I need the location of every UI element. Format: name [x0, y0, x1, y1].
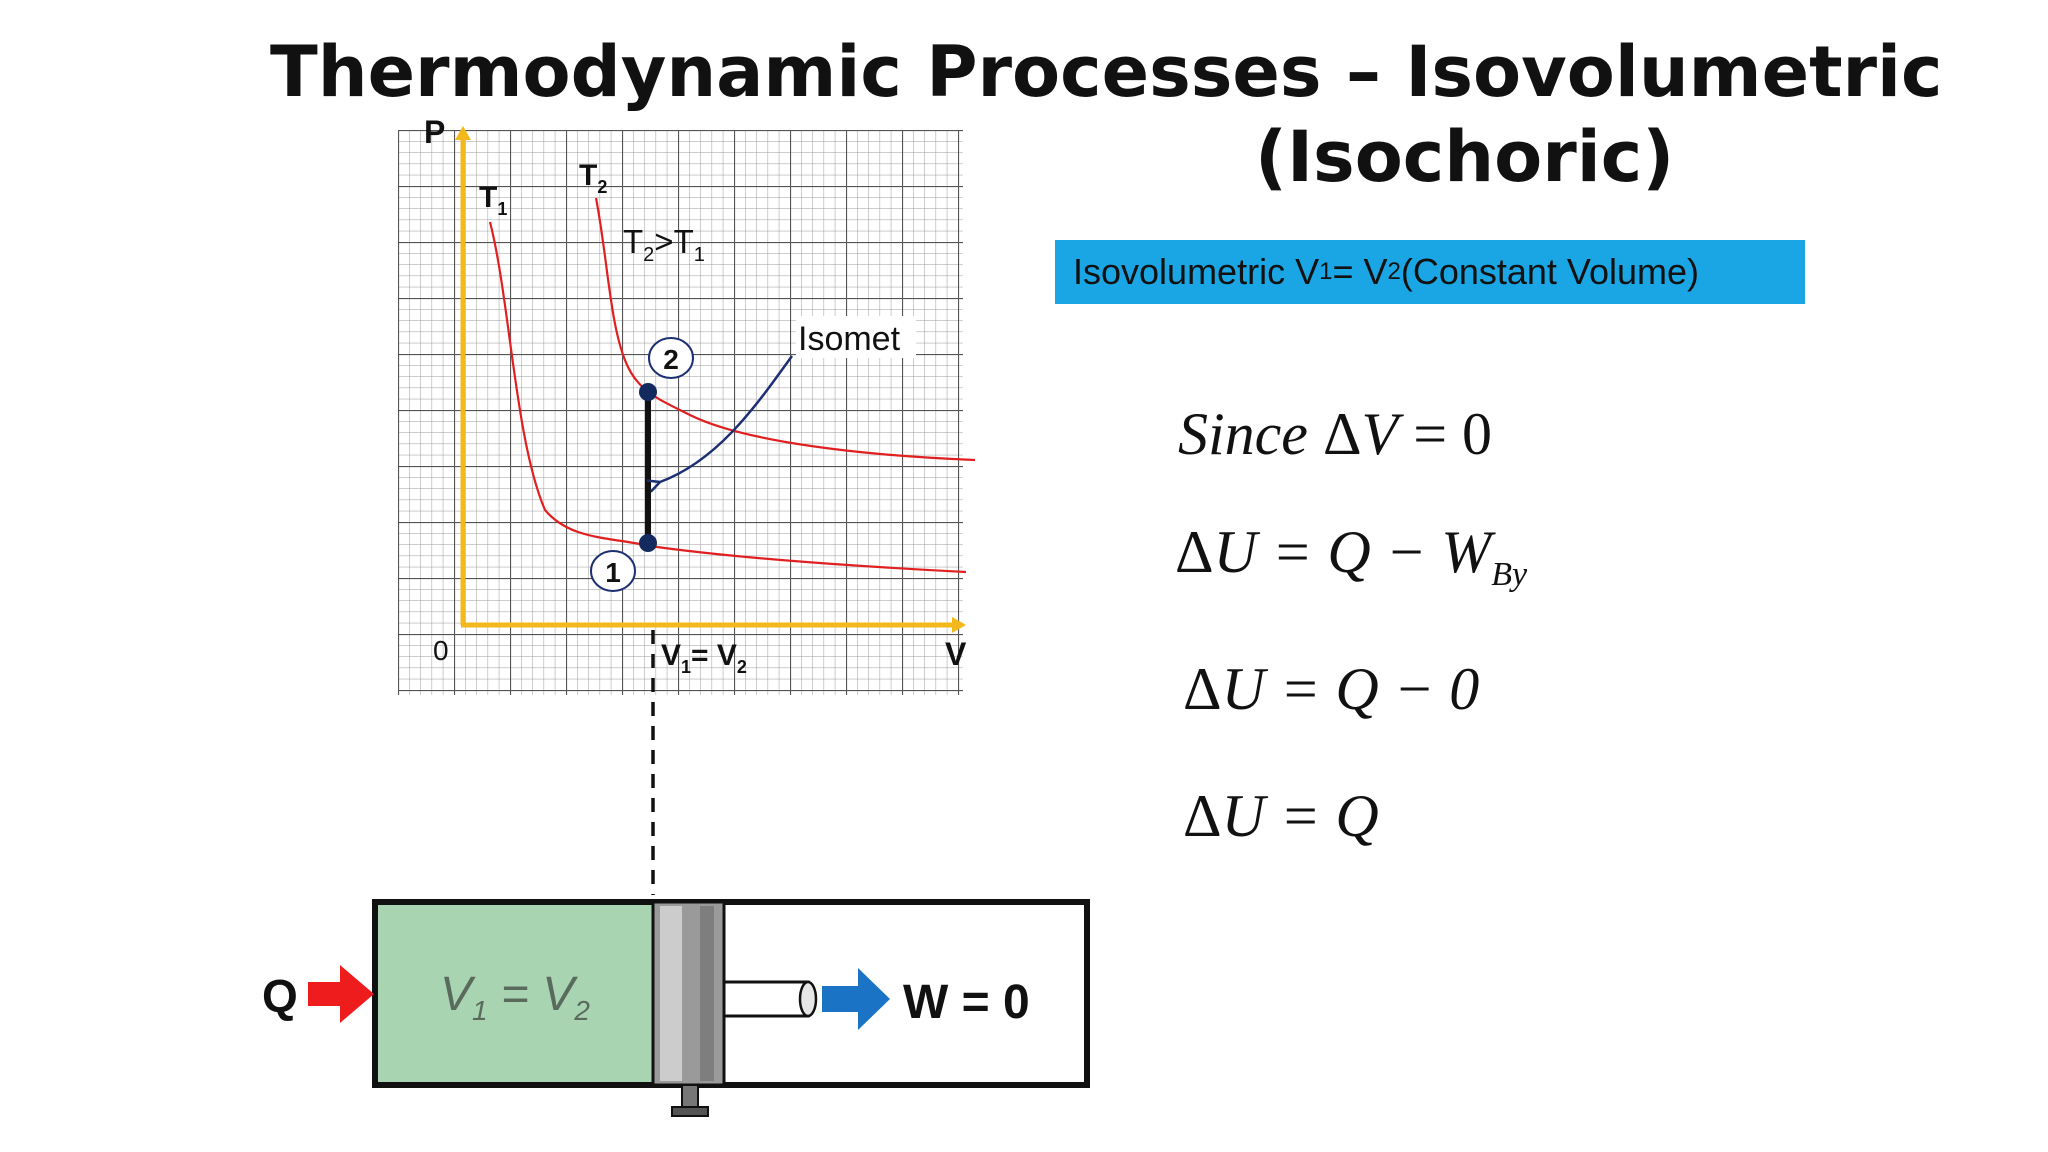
eq2-var: U: [1213, 519, 1257, 585]
equation-first-law: ΔU = Q − WBy: [1175, 518, 1527, 594]
t2-subscript: 2: [597, 177, 607, 197]
vlabel-mid: = V: [691, 639, 737, 672]
svg-text:1: 1: [605, 557, 621, 588]
eq2-delta: Δ: [1175, 519, 1214, 585]
equation-delta-u-equals-q: ΔU = Q: [1183, 782, 1379, 851]
title-line-2: (Isochoric): [1255, 116, 1675, 199]
eq1-rhs: = 0: [1398, 401, 1493, 467]
t1-letter: T: [479, 181, 497, 214]
banner-mid: = V: [1332, 251, 1388, 292]
pv-grid: [398, 130, 963, 695]
piston-cylinder: [372, 899, 1090, 1117]
state-point-1-label: 1: [590, 550, 636, 592]
eq4-delta: Δ: [1183, 783, 1222, 849]
y-axis-arrowhead: [455, 126, 471, 140]
banner-sub-1: 1: [1319, 258, 1333, 285]
compare-t1-sub: 1: [694, 244, 705, 266]
origin-label: 0: [433, 635, 449, 666]
gas-volume-label: V1 = V2: [440, 968, 590, 1026]
t2-letter: T: [579, 159, 597, 192]
eq3-delta: Δ: [1183, 656, 1222, 722]
pv-axes: [455, 126, 966, 633]
vlabel-v2-sub: 2: [737, 657, 747, 677]
compare-t2: T: [623, 223, 643, 260]
eq4-var: U: [1221, 783, 1265, 849]
temperature-comparison: T2>T1: [623, 223, 705, 266]
eq2-rhs: = Q − W: [1256, 519, 1492, 585]
compare-t2-sub: 2: [643, 244, 654, 266]
isotherm-t2-curve: [594, 197, 976, 462]
banner-suffix: (Constant Volume): [1400, 251, 1699, 292]
x-axis-arrowhead: [952, 617, 966, 633]
isomet-label-bg: [796, 316, 916, 358]
compare-op: >T: [654, 223, 693, 260]
t2-label: T2: [579, 159, 607, 197]
eq4-rhs: = Q: [1264, 783, 1379, 849]
vlabel-v1: V: [661, 639, 681, 672]
state-point-1-dot: [639, 534, 657, 552]
equation-work-zero: ΔU = Q − 0: [1183, 655, 1479, 724]
gas-v1: V: [440, 968, 476, 1021]
page-title: Thermodynamic Processes – Isovolumetric …: [270, 30, 1943, 201]
banner-prefix: Isovolumetric V: [1073, 251, 1320, 292]
eq2-sub: By: [1491, 556, 1528, 593]
isomet-label: Isomet: [798, 320, 901, 358]
eq3-var: U: [1221, 656, 1265, 722]
volume-equality-label: V1= V2: [661, 639, 747, 677]
vlabel-v1-sub: 1: [681, 657, 691, 677]
piston-stop-pin: [681, 1084, 699, 1110]
gas-chamber: [378, 905, 653, 1082]
heat-input-arrow: [308, 965, 374, 1023]
equation-since-delta-v: Since ΔV = 0: [1178, 400, 1492, 469]
title-line-1: Thermodynamic Processes – Isovolumetric: [270, 31, 1943, 113]
eq1-delta: Δ: [1322, 401, 1362, 467]
t1-label: T1: [479, 181, 507, 219]
state-point-2-dot: [639, 383, 657, 401]
work-output-arrow: [822, 968, 890, 1030]
heat-label: Q: [262, 970, 298, 1022]
t1-subscript: 1: [497, 199, 507, 219]
eq1-pre: Since: [1178, 401, 1323, 467]
isotherm-t1-curve: [488, 221, 967, 574]
banner-sub-2: 2: [1387, 258, 1401, 285]
gas-v2-sub: 2: [573, 995, 590, 1026]
eq1-var: V: [1361, 401, 1399, 467]
state-point-2-label: 2: [648, 337, 694, 379]
eq3-rhs: = Q − 0: [1264, 656, 1480, 722]
gas-mid: = V: [488, 968, 579, 1021]
x-axis-label: V: [945, 636, 967, 672]
svg-text:2: 2: [663, 344, 679, 375]
y-axis-label: P: [424, 114, 445, 150]
work-label: W = 0: [903, 976, 1030, 1029]
gas-v1-sub: 1: [472, 995, 488, 1026]
piston-rod: [722, 980, 810, 1018]
isomet-pointer-arrow: [660, 355, 794, 482]
